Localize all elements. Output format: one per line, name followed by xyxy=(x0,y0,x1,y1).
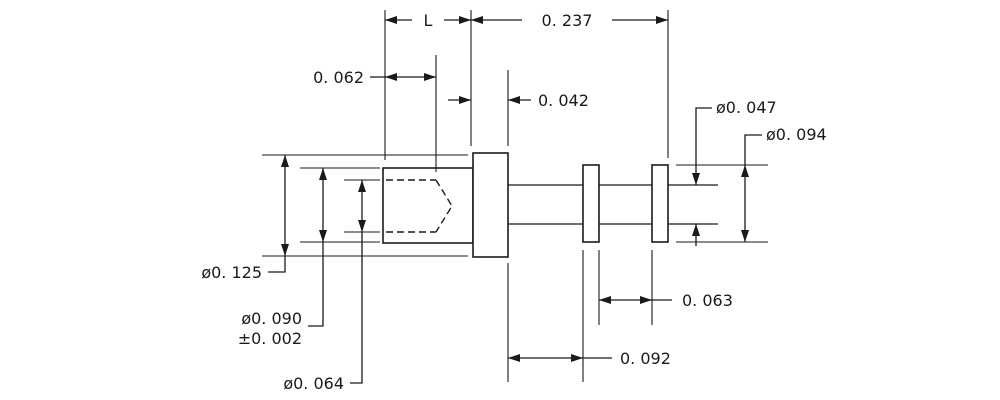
dimension-tip-diameter: ø0. 047 xyxy=(692,98,777,246)
dim-body-diameter-label: ø0. 090 xyxy=(241,309,302,328)
dimension-flange-diameter: ø0. 125 xyxy=(201,155,289,282)
dim-tip-diameter-label: ø0. 047 xyxy=(716,98,777,117)
dim-collar-diameter-label: ø0. 094 xyxy=(766,125,827,144)
drill-point-hidden xyxy=(435,179,453,233)
dim-body-tolerance-label: ±0. 002 xyxy=(238,329,302,348)
dimension-flange-thickness: 0. 042 xyxy=(448,91,589,110)
dimension-shank-length: 0. 092 xyxy=(508,349,671,368)
dimension-body-diameter: ø0. 090 ±0. 002 xyxy=(238,168,327,348)
dim-flange-diameter-label: ø0. 125 xyxy=(201,263,262,282)
dim-collar-spacing-label: 0. 063 xyxy=(682,291,733,310)
dimension-collar-spacing: 0. 063 xyxy=(599,291,733,310)
dimension-bore-diameter: ø0. 064 xyxy=(283,180,366,393)
dim-l-label: L xyxy=(424,11,433,30)
collar-right xyxy=(651,164,669,243)
dim-bore-diameter-label: ø0. 064 xyxy=(283,374,344,393)
part-outline xyxy=(382,152,718,258)
dimension-l: L xyxy=(385,11,471,30)
dimension-bore-depth: 0. 062 xyxy=(313,68,436,87)
dimension-overall-length: 0. 237 xyxy=(471,11,668,30)
extension-lines xyxy=(262,10,768,382)
dimension-collar-diameter: ø0. 094 xyxy=(741,125,827,242)
dim-shank-length-label: 0. 092 xyxy=(620,349,671,368)
dim-overall-length-label: 0. 237 xyxy=(542,11,593,30)
dim-flange-thickness-label: 0. 042 xyxy=(538,91,589,110)
dim-bore-depth-label: 0. 062 xyxy=(313,68,364,87)
flange xyxy=(472,152,509,258)
sleeve-body xyxy=(382,167,474,244)
collar-left xyxy=(582,164,600,243)
